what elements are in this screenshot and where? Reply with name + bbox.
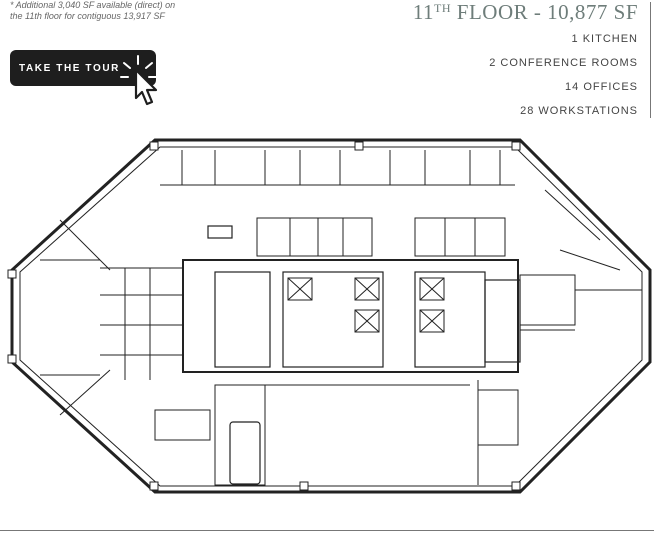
availability-note-line1: * Additional 3,040 SF available (direct)… [10,0,176,10]
floor-number: 11 [412,0,435,24]
left-workstations [40,219,183,416]
bottom-rooms [154,380,519,486]
stat-workstations: 28 WORKSTATIONS [520,105,638,117]
availability-note: * Additional 3,040 SF available (direct)… [10,0,230,22]
outer-wall [10,138,652,494]
right-wing [519,189,642,331]
stat-kitchen: 1 KITCHEN [571,33,638,45]
floor-suffix: TH [434,1,452,15]
floor-title: 11TH FLOOR - 10,877 SF [413,0,638,25]
hand-pointer-click-icon[interactable] [116,48,174,110]
availability-note-line2: the 11th floor for contiguous 13,917 SF [10,11,165,21]
take-the-tour-button[interactable]: TAKE THE TOUR [10,50,156,86]
top-offices [160,150,515,186]
stat-conference-rooms: 2 CONFERENCE ROOMS [489,57,638,69]
floor-stats: 1 KITCHEN 2 CONFERENCE ROOMS 14 OFFICES … [489,30,638,126]
take-the-tour-label: TAKE THE TOUR [19,62,120,74]
conference-table [229,421,261,485]
restrooms-right [484,279,521,363]
elevator-bank-left [282,271,384,368]
bottom-divider [0,530,654,531]
header-divider [650,2,651,118]
floor-plan [7,138,652,494]
stair-left [214,271,271,368]
inner-wall [19,146,643,487]
columns [7,141,521,491]
building-core [182,259,519,373]
small-conference-table [207,225,233,239]
floor-title-rest: FLOOR - 10,877 SF [451,0,638,24]
elevator-bank-right [414,271,486,368]
stat-offices: 14 OFFICES [565,81,638,93]
elevators [287,277,445,333]
upper-rooms [256,217,506,257]
